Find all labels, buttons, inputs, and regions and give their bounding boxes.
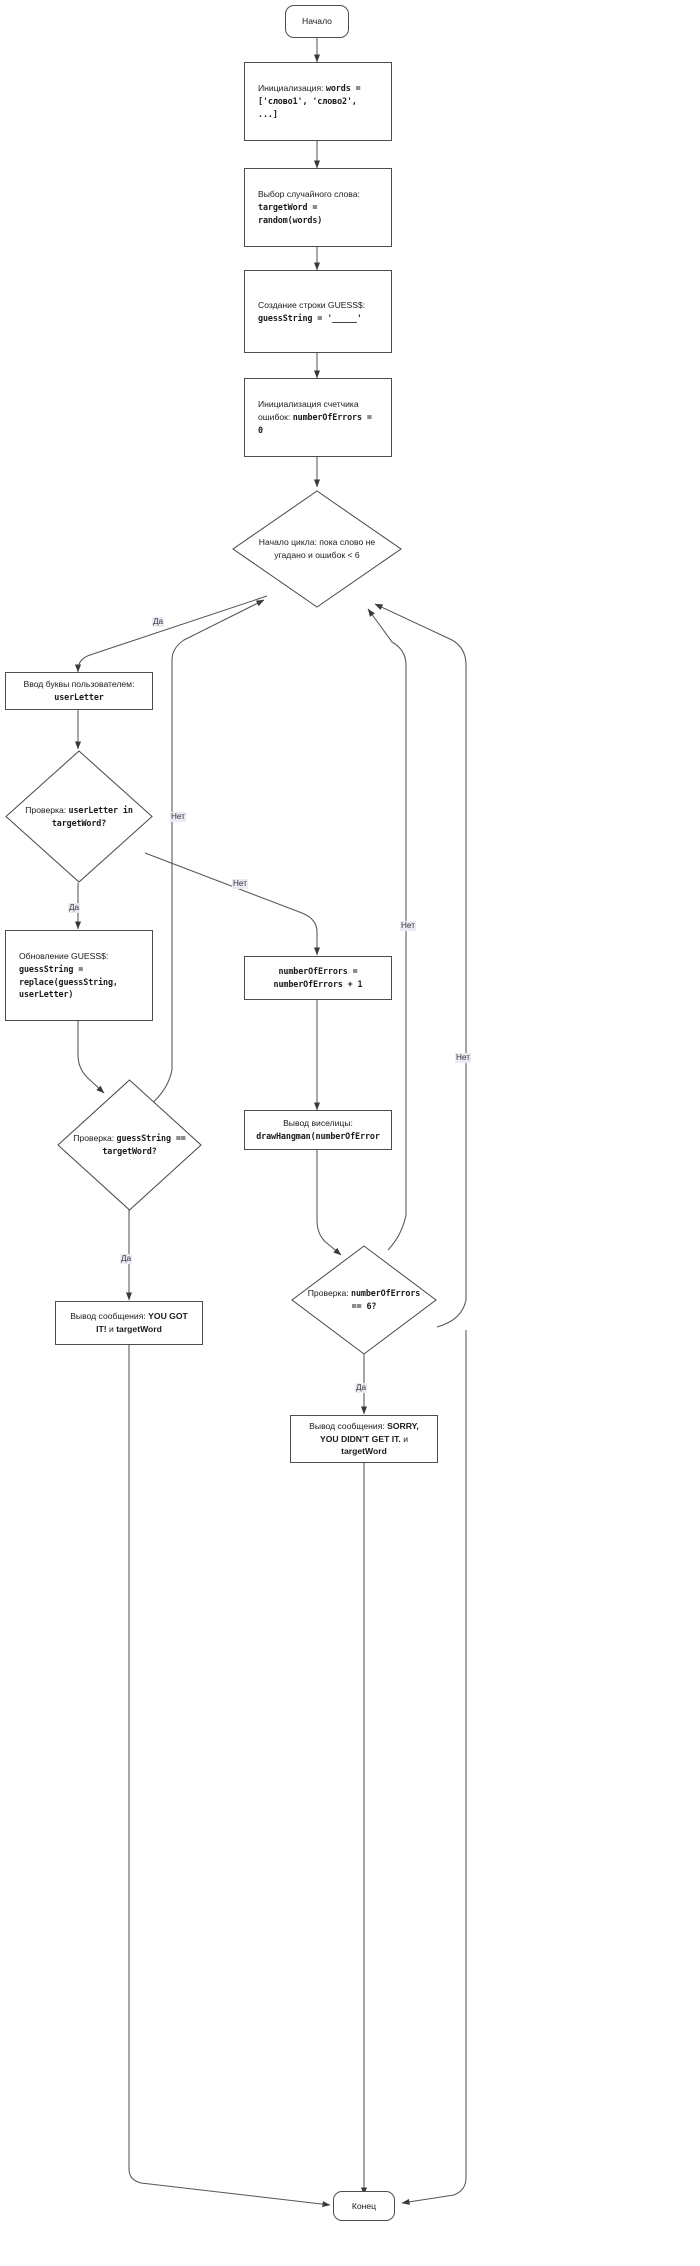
node-loop-condition[interactable]: Начало цикла: пока слово не угадано и ош…: [232, 490, 402, 608]
check-letter-code2: targetWord?: [51, 817, 107, 828]
msg-win-mid: и: [106, 1324, 117, 1334]
msg-lose-line1: Вывод сообщения:: [309, 1420, 388, 1431]
check-letter-line1: Проверка:: [25, 804, 69, 815]
init-words-code1: words =: [325, 83, 361, 94]
msg-lose-bold3: targetWord: [341, 1446, 387, 1457]
update-guess-code3: userLetter): [19, 989, 74, 1000]
node-draw-hangman[interactable]: Вывод виселицы: drawHangman(numberOfErro…: [244, 1110, 392, 1150]
inc-errors-code2: numberOfErrors + 1: [273, 979, 363, 989]
node-check-win[interactable]: Проверка: guessString == targetWord?: [57, 1079, 202, 1211]
user-input-code1: userLetter: [54, 692, 104, 702]
msg-win-line1: Вывод сообщения:: [70, 1311, 149, 1322]
msg-lose-bold2: YOU DIDN'T GET IT.: [319, 1433, 401, 1444]
check-letter-shape: [5, 750, 153, 883]
node-check-letter-text: Проверка: userLetter in targetWord?: [6, 804, 152, 830]
node-init-errors[interactable]: Инициализация счетчика ошибок: numberOfE…: [244, 378, 392, 457]
inc-errors-code1: numberOfErrors =: [278, 966, 358, 977]
msg-win-bold3: targetWord: [116, 1324, 162, 1334]
node-init-words[interactable]: Инициализация: words = ['слово1', 'слово…: [244, 62, 392, 141]
check-win-shape: [57, 1079, 202, 1211]
loop-cond-line1: Начало цикла: пока слово не: [258, 537, 376, 548]
edge-label-letter-no-lower: Нет: [232, 879, 248, 890]
node-increment-errors-text: numberOfErrors = numberOfErrors + 1: [245, 965, 391, 991]
node-user-input-text: Ввод буквы пользователем: userLetter: [6, 678, 152, 704]
node-pick-word-text: Выбор случайного слова: targetWord = ran…: [245, 188, 391, 227]
node-init-errors-text: Инициализация счетчика ошибок: numberOfE…: [245, 398, 391, 437]
node-init-words-text: Инициализация: words = ['слово1', 'слово…: [245, 82, 391, 121]
edge-label-lose-no-far: Нет: [455, 1053, 471, 1064]
pick-word-code1: targetWord =: [258, 202, 318, 213]
init-errors-code2: 0: [258, 424, 263, 435]
loop-cond-line2: угадано и ошибок < 6: [274, 550, 360, 560]
pick-word-line1: Выбор случайного слова:: [258, 189, 360, 200]
edge-label-loop-yes: Да: [152, 617, 165, 628]
edge-label-letter-yes: Да: [68, 903, 81, 914]
update-guess-code1: guessString =: [19, 963, 84, 974]
draw-hangman-code1: drawHangman(numberOfError: [256, 1131, 380, 1141]
loop-condition-shape: [232, 490, 402, 608]
init-errors-line2: ошибок:: [258, 412, 293, 423]
init-words-code2: ['слово1', 'слово2',: [258, 96, 357, 107]
edge-label-win-yes: Да: [120, 1254, 133, 1265]
node-check-win-text: Проверка: guessString == targetWord?: [57, 1132, 202, 1158]
check-letter-code1: userLetter in: [68, 804, 133, 815]
node-make-guess-string[interactable]: Создание строки GUESS$: guessString = '_…: [244, 270, 392, 353]
check-win-line1: Проверка:: [73, 1133, 117, 1144]
check-lose-line1: Проверка:: [307, 1288, 352, 1299]
node-make-guess-string-text: Создание строки GUESS$: guessString = '_…: [245, 299, 391, 325]
init-errors-line1: Инициализация счетчика: [258, 399, 359, 410]
node-end-label: Конец: [351, 2200, 377, 2211]
node-check-lose-text: Проверка: numberOfErrors == 6?: [291, 1287, 437, 1313]
draw-hangman-line1: Вывод виселицы:: [283, 1118, 353, 1129]
node-message-win[interactable]: Вывод сообщения: YOU GOT IT! и targetWor…: [55, 1301, 203, 1345]
pick-word-code2: random(words): [258, 214, 323, 225]
check-lose-code1: numberOfErrors: [351, 1288, 421, 1299]
msg-win-bold2: IT!: [96, 1324, 107, 1334]
node-message-lose-text: Вывод сообщения: SORRY, YOU DIDN'T GET I…: [291, 1420, 437, 1459]
check-win-code2: targetWord?: [102, 1146, 157, 1156]
edge-label-lose-no-right: Нет: [400, 921, 416, 932]
node-draw-hangman-text: Вывод виселицы: drawHangman(numberOfErro…: [245, 1117, 391, 1143]
make-guess-code1: guessString = '_____': [258, 312, 362, 323]
update-guess-line1: Обновление GUESS$:: [19, 950, 109, 961]
init-errors-code1: numberOfErrors =: [292, 412, 372, 423]
node-pick-word[interactable]: Выбор случайного слова: targetWord = ran…: [244, 168, 392, 247]
node-user-input[interactable]: Ввод буквы пользователем: userLetter: [5, 672, 153, 710]
node-update-guess-text: Обновление GUESS$: guessString = replace…: [6, 950, 152, 1002]
node-message-lose[interactable]: Вывод сообщения: SORRY, YOU DIDN'T GET I…: [290, 1415, 438, 1463]
node-increment-errors[interactable]: numberOfErrors = numberOfErrors + 1: [244, 956, 392, 1000]
node-update-guess[interactable]: Обновление GUESS$: guessString = replace…: [5, 930, 153, 1021]
check-lose-code2: == 6?: [351, 1301, 377, 1311]
init-words-line1: Инициализация:: [258, 83, 326, 94]
user-input-line1: Ввод буквы пользователем:: [23, 679, 135, 690]
update-guess-code2: replace(guessString,: [19, 976, 118, 987]
msg-lose-mid: и: [400, 1433, 409, 1444]
check-lose-shape: [291, 1245, 437, 1355]
node-check-letter[interactable]: Проверка: userLetter in targetWord?: [5, 750, 153, 883]
node-start-label: Начало: [302, 16, 332, 27]
msg-lose-bold1: SORRY,: [387, 1420, 419, 1431]
node-start[interactable]: Начало: [285, 5, 349, 38]
edge-label-letter-no-upper: Нет: [170, 812, 186, 823]
init-words-code3: ...]: [258, 108, 278, 119]
node-message-win-text: Вывод сообщения: YOU GOT IT! и targetWor…: [56, 1310, 202, 1336]
edge-label-lose-yes: Да: [355, 1383, 368, 1394]
msg-win-bold1: YOU GOT: [148, 1311, 188, 1322]
node-end[interactable]: Конец: [333, 2191, 395, 2221]
check-win-code1: guessString ==: [116, 1133, 186, 1144]
node-loop-condition-text: Начало цикла: пока слово не угадано и ош…: [233, 536, 401, 562]
make-guess-line1: Создание строки GUESS$:: [258, 299, 366, 310]
node-check-lose[interactable]: Проверка: numberOfErrors == 6?: [291, 1245, 437, 1355]
